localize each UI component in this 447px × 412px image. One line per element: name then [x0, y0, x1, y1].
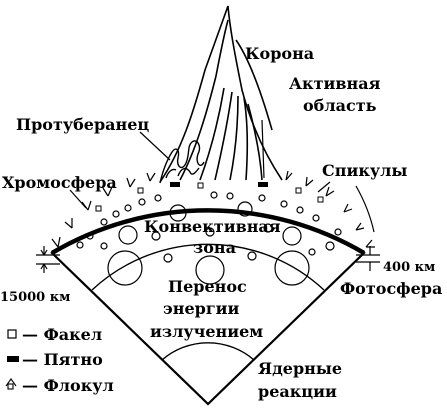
sunspots	[170, 182, 268, 187]
thickness-marker-photosphere	[356, 246, 380, 271]
sun-sector	[50, 208, 366, 406]
prominence-shape	[159, 140, 205, 184]
legend-item-sunspot: — Пятно	[7, 350, 103, 369]
sunspot-symbol-icon	[7, 356, 19, 362]
legend-label-sunspot: — Пятно	[22, 350, 103, 369]
label-active-region-2: область	[303, 96, 377, 115]
label-photosphere: Фотосфера	[340, 279, 442, 298]
legend-item-facula: — Факел	[7, 325, 102, 344]
faculae	[95, 182, 324, 212]
label-spicules: Спикулы	[322, 161, 407, 180]
label-transfer-1: Перенос	[168, 277, 247, 296]
label-nuclear-2: реакции	[258, 382, 337, 401]
label-convective-zone-2: зона	[193, 238, 236, 257]
facula-symbol-icon	[7, 329, 17, 339]
corona-shape	[159, 5, 283, 183]
legend-label-facula: — Факел	[22, 325, 102, 344]
spicules	[51, 170, 375, 248]
label-transfer-3: излучением	[150, 322, 263, 341]
label-corona: Корона	[245, 44, 314, 63]
label-nuclear-1: Ядерные	[258, 359, 342, 378]
legend: — Факел — Пятно — Флокул	[5, 325, 114, 395]
label-convective-zone-1: Конвективная	[144, 217, 281, 236]
legend-item-flocculus: — Флокул	[5, 376, 114, 395]
label-active-region-1: Активная	[289, 74, 381, 93]
radiative-zone-boundary	[91, 243, 325, 291]
label-thickness-chromosphere: 15000 км	[0, 290, 70, 305]
thickness-marker-chromosphere	[36, 246, 60, 273]
label-thickness-photosphere: 400 км	[383, 260, 435, 275]
label-prominence: Протуберанец	[16, 115, 149, 134]
core-boundary	[161, 342, 255, 361]
leader-lines	[69, 119, 375, 233]
legend-label-flocculus: — Флокул	[22, 376, 114, 395]
label-chromosphere: Хромосфера	[2, 173, 117, 192]
flocculus-symbol-icon	[5, 378, 17, 390]
label-transfer-2: энергии	[163, 299, 239, 318]
convection-cells	[76, 191, 342, 286]
